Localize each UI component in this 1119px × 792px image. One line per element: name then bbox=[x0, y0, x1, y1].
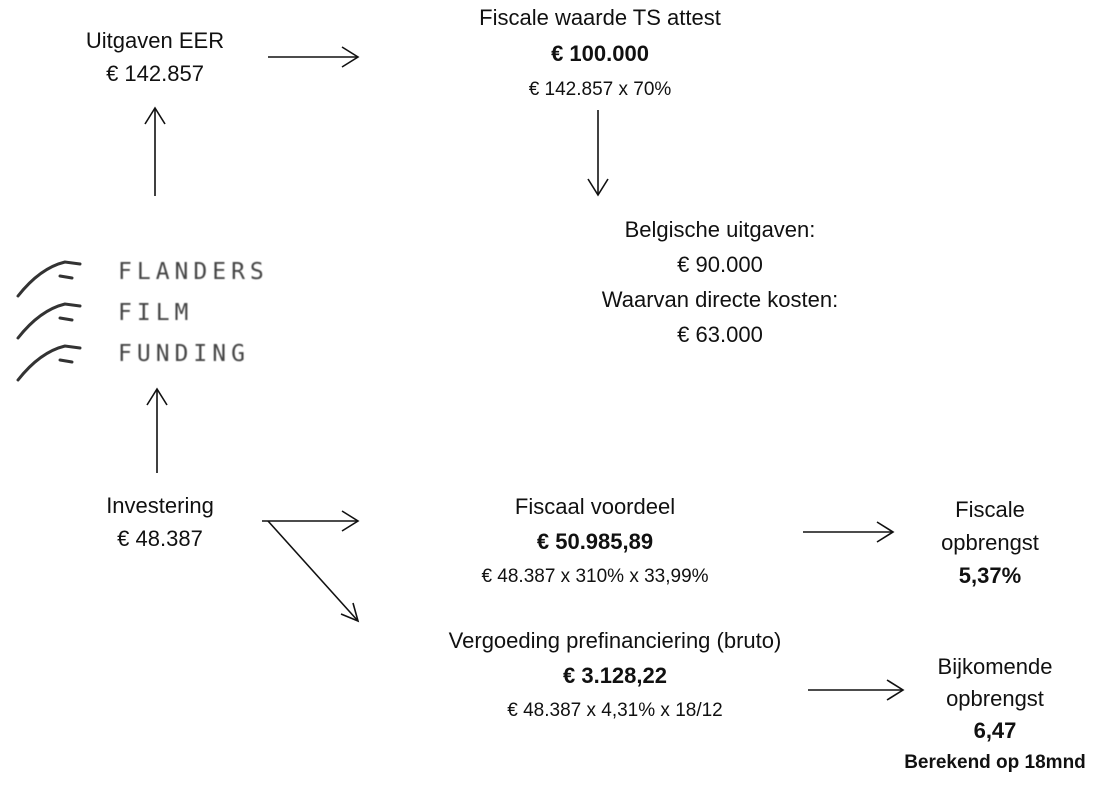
vergoeding-title: Vergoeding prefinanciering (bruto) bbox=[448, 628, 782, 653]
bijkomende-opbrengst-value: 6,47 bbox=[973, 718, 1017, 743]
logo-mark-icon bbox=[16, 260, 82, 382]
fiscale-waarde-amount: € 100.000 bbox=[551, 41, 649, 66]
fiscale-waarde-title: Fiscale waarde TS attest bbox=[479, 5, 721, 30]
investering-title: Investering bbox=[106, 493, 214, 518]
arrow-fiscale-waarde-to-belgische bbox=[587, 110, 609, 197]
fiscale-opbrengst-line1: Fiscale bbox=[955, 497, 1025, 522]
fiscaal-voordeel-amount: € 50.985,89 bbox=[536, 529, 654, 554]
investering-box: Investering € 48.387 bbox=[60, 489, 260, 555]
fiscale-opbrengst-box: Fiscale opbrengst 5,37% bbox=[910, 493, 1070, 592]
fiscaal-voordeel-formula: € 48.387 x 310% x 33,99% bbox=[481, 566, 709, 587]
arrow-logo-to-uitgaven bbox=[144, 106, 166, 196]
vergoeding-formula: € 48.387 x 4,31% x 18/12 bbox=[507, 700, 723, 721]
directe-kosten-title: Waarvan directe kosten: bbox=[601, 287, 839, 312]
investering-amount: € 48.387 bbox=[117, 526, 203, 551]
uitgaven-eer-title: Uitgaven EER bbox=[85, 28, 225, 53]
arrow-fiscaal-voordeel-to-fiscale-opbrengst bbox=[803, 521, 895, 543]
uitgaven-eer-amount: € 142.857 bbox=[106, 61, 204, 86]
fiscale-waarde-formula: € 142.857 x 70% bbox=[528, 79, 672, 100]
logo-text-funding: FUNDING bbox=[118, 341, 250, 367]
fiscaal-voordeel-title: Fiscaal voordeel bbox=[514, 494, 676, 519]
fiscaal-voordeel-box: Fiscaal voordeel € 50.985,89 € 48.387 x … bbox=[425, 489, 765, 594]
arrow-investering-to-fiscaal-voordeel bbox=[262, 510, 360, 532]
arrow-uitgaven-to-fiscale-waarde bbox=[268, 46, 360, 68]
directe-kosten-amount: € 63.000 bbox=[677, 322, 763, 347]
logo-text-film: FILM bbox=[118, 300, 194, 326]
flanders-film-funding-logo: FLANDERS FILM FUNDING bbox=[10, 248, 290, 388]
vergoeding-amount: € 3.128,22 bbox=[563, 663, 667, 688]
arrow-vergoeding-to-bijkomende bbox=[808, 679, 905, 701]
fiscale-opbrengst-value: 5,37% bbox=[958, 563, 1022, 588]
bijkomende-opbrengst-box: Bijkomende opbrengst 6,47 Berekend op 18… bbox=[880, 651, 1110, 779]
logo-text-flanders: FLANDERS bbox=[118, 259, 269, 285]
bijkomende-opbrengst-line2: opbrengst bbox=[946, 686, 1044, 711]
belgische-uitgaven-amount: € 90.000 bbox=[677, 252, 763, 277]
vergoeding-box: Vergoeding prefinanciering (bruto) € 3.1… bbox=[395, 623, 835, 728]
uitgaven-eer-box: Uitgaven EER € 142.857 bbox=[40, 24, 270, 90]
bijkomende-opbrengst-line1: Bijkomende bbox=[937, 654, 1053, 679]
arrow-investering-to-logo bbox=[146, 387, 168, 473]
belgische-uitgaven-box: Belgische uitgaven: € 90.000 Waarvan dir… bbox=[560, 212, 880, 352]
arrow-investering-to-vergoeding bbox=[267, 520, 360, 623]
bijkomende-opbrengst-note: Berekend op 18mnd bbox=[904, 752, 1086, 773]
fiscale-waarde-box: Fiscale waarde TS attest € 100.000 € 142… bbox=[440, 0, 760, 108]
fiscale-opbrengst-line2: opbrengst bbox=[941, 530, 1039, 555]
belgische-uitgaven-title: Belgische uitgaven: bbox=[624, 217, 816, 242]
